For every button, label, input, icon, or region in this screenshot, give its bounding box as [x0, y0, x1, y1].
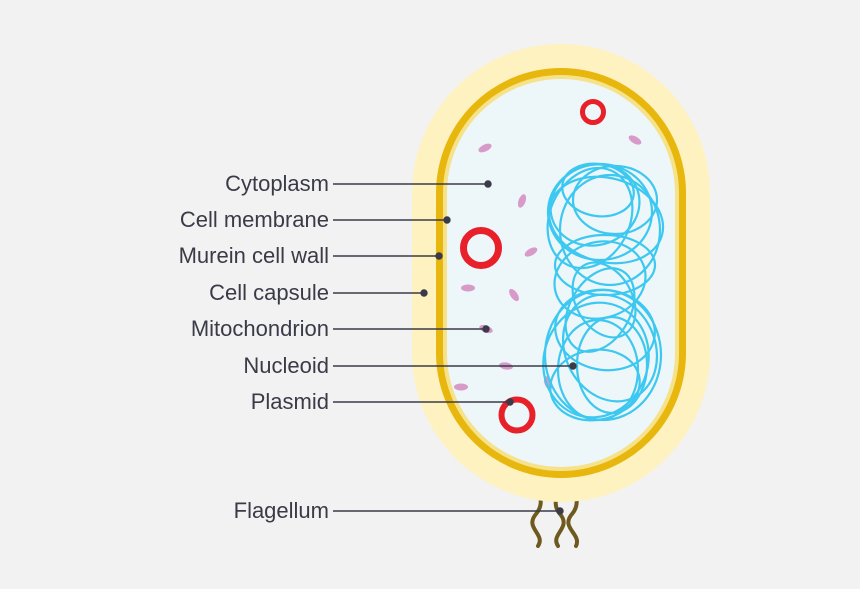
mitochondrion [461, 284, 475, 292]
leader-lines [333, 180, 577, 515]
label-plasmid: Plasmid [250, 389, 329, 414]
leader-dot-cell-membrane [443, 216, 451, 224]
mitochondrion [454, 383, 468, 391]
plasmid [580, 99, 606, 125]
leader-dot-murein-cell-wall [435, 252, 443, 260]
plasmids [460, 99, 606, 434]
dna-loop [561, 162, 635, 218]
mitochondria [454, 135, 642, 391]
label-cell-membrane: Cell membrane [179, 207, 329, 232]
dna-loop [575, 315, 649, 415]
mitochondrion [517, 194, 527, 208]
dna-loop [554, 288, 656, 372]
dna-loop [549, 163, 641, 247]
mitochondrion [628, 135, 642, 145]
dna-loop [571, 164, 659, 236]
label-murein-cell-wall: Murein cell wall [178, 243, 329, 268]
leader-dot-cytoplasm [484, 180, 492, 188]
dna-loop [561, 293, 659, 403]
plasmid [460, 227, 502, 269]
plasmid [498, 396, 536, 434]
label-cell-capsule: Cell capsule [209, 280, 329, 305]
label-mitochondrion: Mitochondrion [190, 316, 329, 341]
mitochondrion [478, 143, 492, 153]
mitochondrion [524, 247, 538, 257]
leader-dot-nucleoid [569, 362, 577, 370]
label-flagellum: Flagellum [233, 498, 329, 523]
dna-loop [546, 166, 634, 270]
label-nucleoid: Nucleoid [243, 353, 329, 378]
dna-loop [549, 348, 641, 422]
nucleoid [542, 162, 665, 422]
leader-dot-flagellum [556, 507, 564, 515]
label-cytoplasm: Cytoplasm [225, 171, 329, 196]
leader-dot-plasmid [506, 398, 514, 406]
mitochondrion [509, 288, 519, 302]
dna-loop [558, 173, 662, 287]
leader-dot-cell-capsule [420, 289, 428, 297]
dna-loop [571, 261, 637, 339]
leader-dot-mitochondrion [482, 325, 490, 333]
